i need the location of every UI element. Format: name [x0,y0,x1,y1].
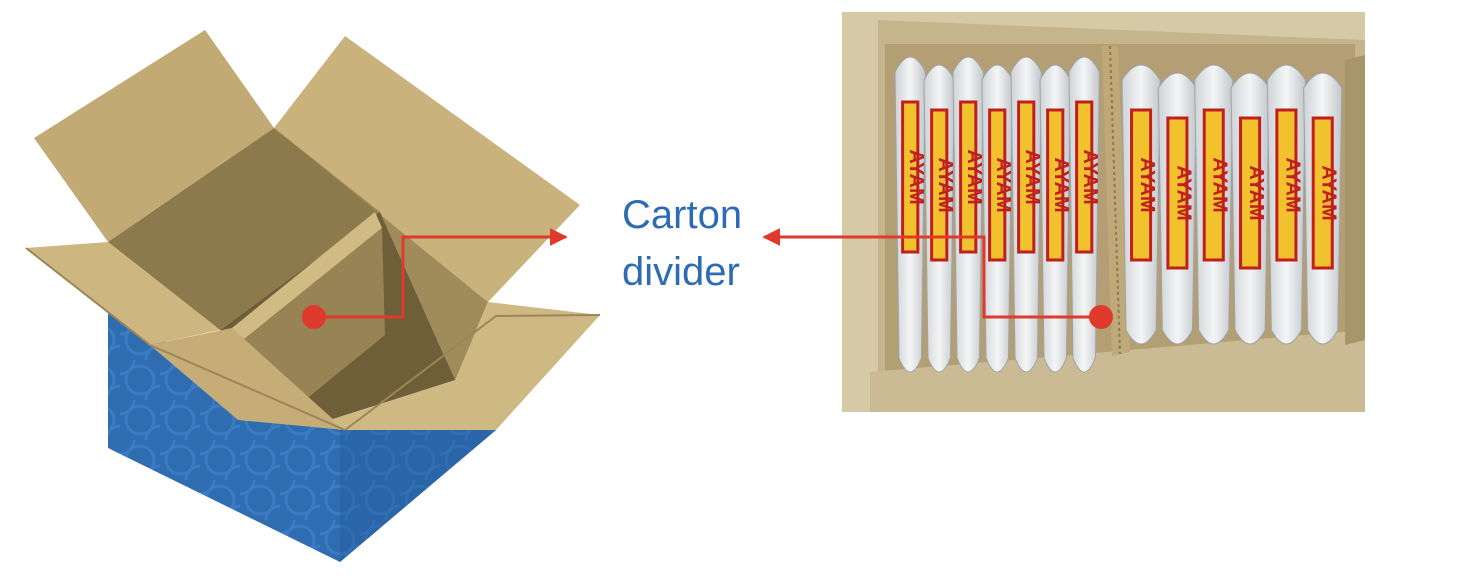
pouch: AYAM [924,65,956,372]
pouch: AYAM [1011,57,1043,372]
pouch-brand-text: AYAM [1079,149,1101,204]
pouch-brand-text: AYAM [905,149,927,204]
pouch-brand-text: AYAM [1172,165,1194,220]
pouch-brand-text: AYAM [1050,157,1072,212]
pouch-brand-text: AYAM [1245,165,1267,220]
label-divider: divider [622,250,740,294]
pouch: AYAM [1122,65,1160,344]
pouch: AYAM [1304,73,1342,344]
pouch-brand-text: AYAM [1318,165,1340,220]
open-box-illustration [26,30,600,562]
pouch: AYAM [1040,65,1072,372]
pouch-brand-text: AYAM [934,157,956,212]
pouch-brand-text: AYAM [1021,149,1043,204]
pouch: AYAM [1195,65,1233,344]
pouch-brand-text: AYAM [963,149,985,204]
pouch: AYAM [982,65,1014,372]
pouch-brand-text: AYAM [992,157,1014,212]
carton-photo: AYAM AYAM AYAM AYAM AYAM AYAM AYAM AYAM AYAM AYA… [842,12,1365,412]
label-carton: Carton [622,193,742,237]
pouch: AYAM [1267,65,1305,344]
pouch-brand-text: AYAM [1136,157,1158,212]
pouch-brand-text: AYAM [1209,157,1231,212]
pouch: AYAM [953,57,985,372]
pouch: AYAM [895,57,927,372]
pouch: AYAM [1231,73,1269,344]
pouch-brand-text: AYAM [1281,157,1303,212]
pouch: AYAM [1158,73,1196,344]
